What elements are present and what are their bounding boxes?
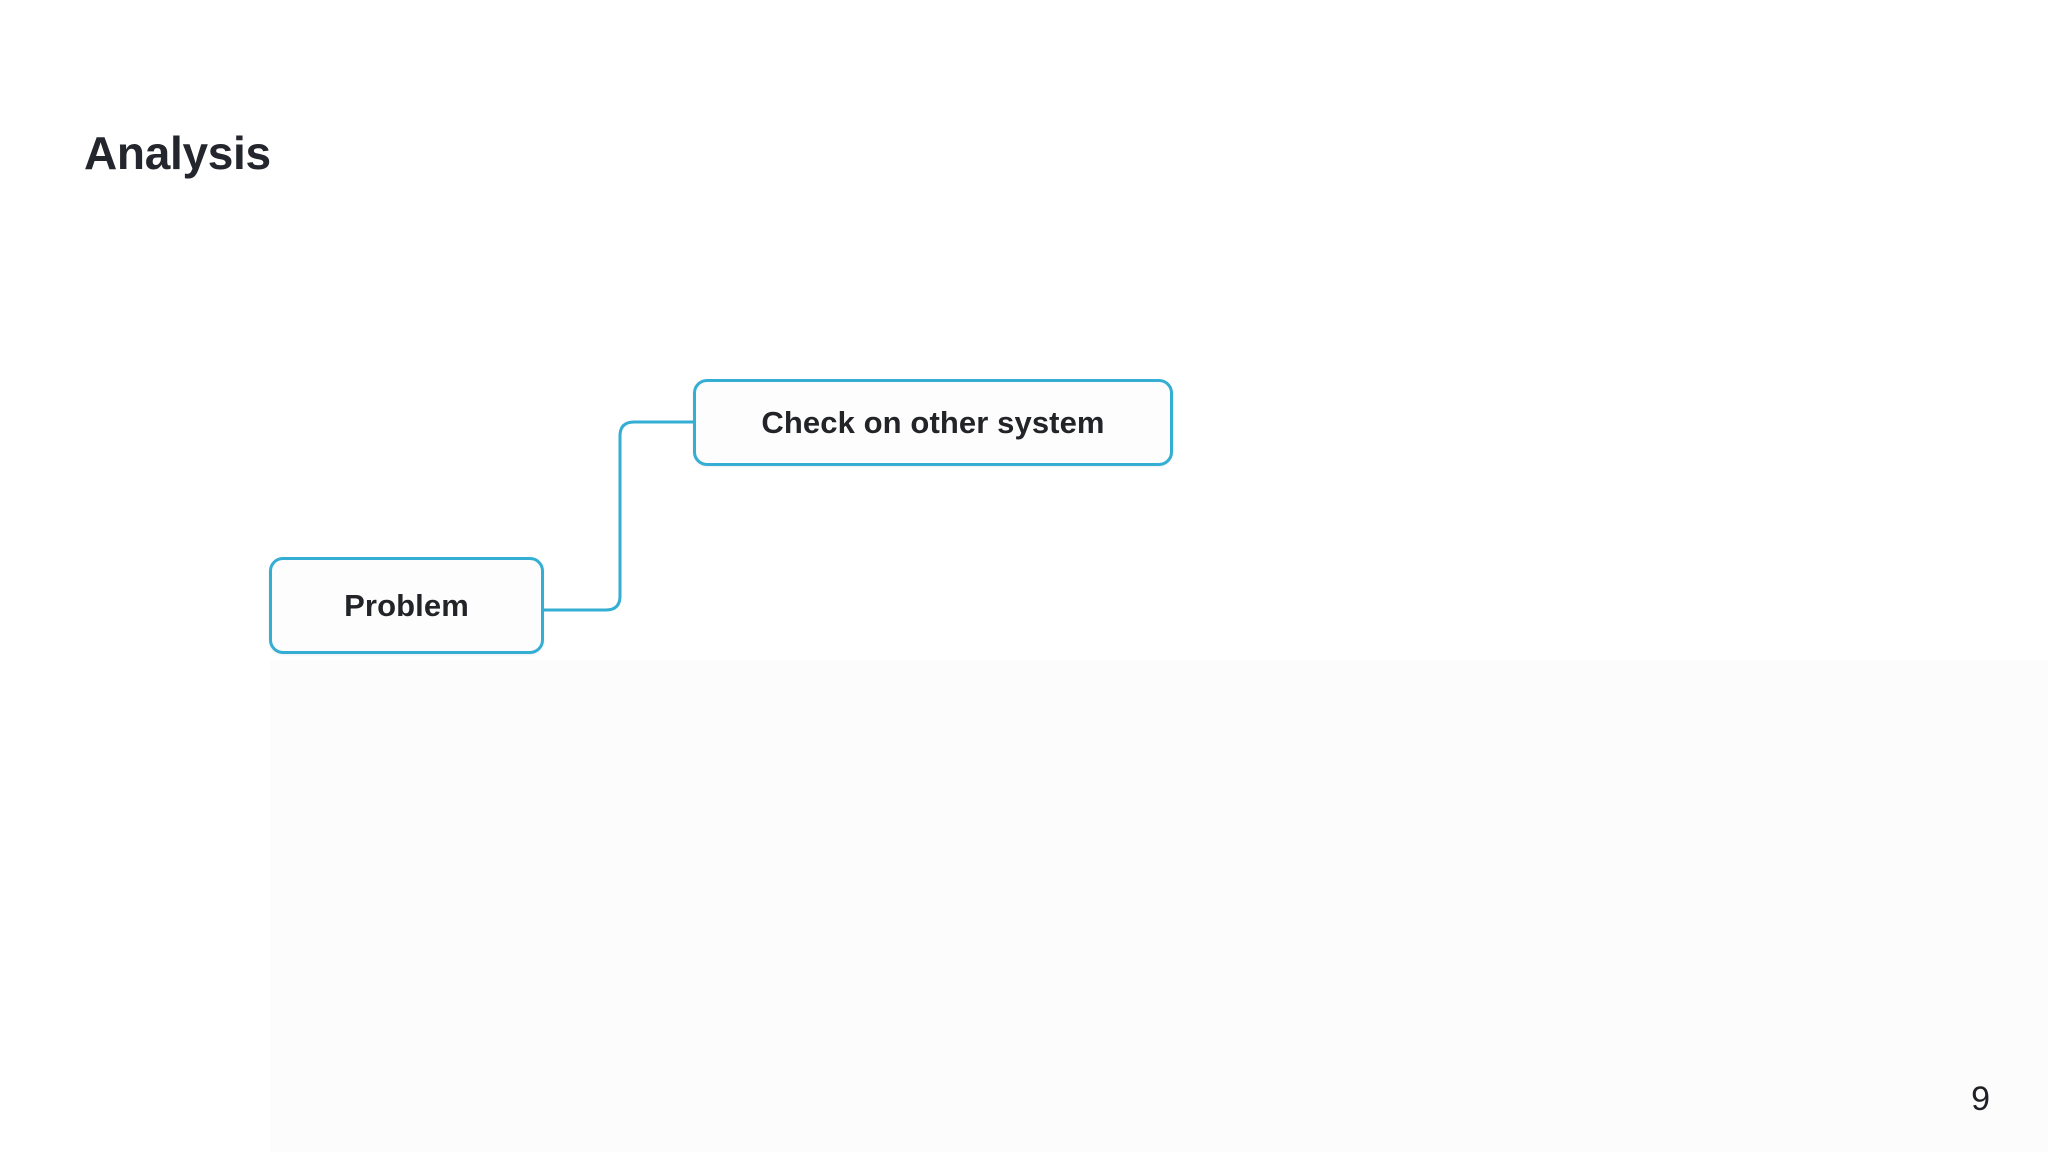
page-title: Analysis	[84, 127, 271, 179]
page-number: 9	[1971, 1080, 1990, 1118]
node-problem[interactable]: Problem	[269, 557, 544, 654]
node-check-on-other-system-label: Check on other system	[761, 404, 1105, 440]
node-check-on-other-system[interactable]: Check on other system	[693, 379, 1173, 466]
connector-root-to-child-1	[544, 420, 693, 612]
node-problem-label: Problem	[344, 587, 469, 623]
